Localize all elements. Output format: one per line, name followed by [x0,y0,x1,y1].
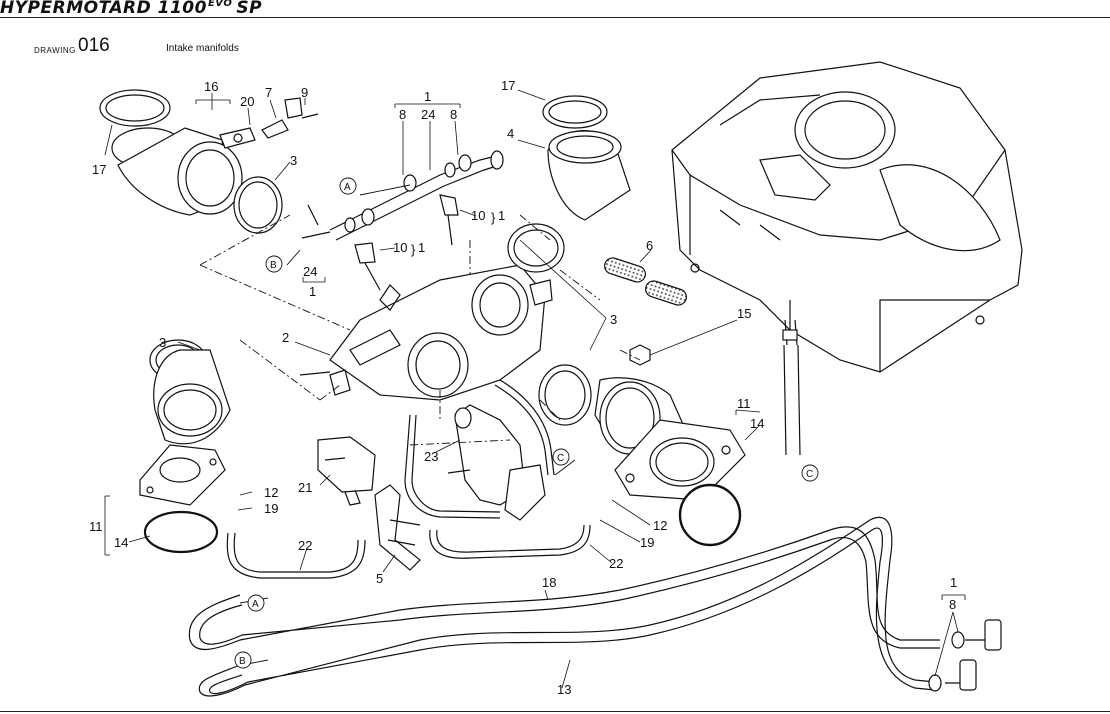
callout-24-top: 24 [421,107,435,122]
callout-3-upper-left: 3 [290,153,297,168]
callout-24-lower: 24 [303,264,317,279]
callout-1-lower-brace: 1 [418,240,425,255]
small-hoses [226,379,591,579]
callout-8-top-left: 8 [399,107,406,122]
callout-10-lower: 10 [393,240,407,255]
callout-4: 4 [507,126,514,141]
vent-hose [782,319,801,456]
callout-2: 2 [282,330,289,345]
callout-14-left: 14 [114,535,128,550]
ref-c-mid: C [557,453,564,464]
callout-18: 18 [542,575,556,590]
ref-marker-b-bottom [234,651,252,669]
callout-12-right: 12 [653,518,667,533]
callout-9: 9 [301,85,308,100]
callout-15: 15 [737,306,751,321]
right-intake-spigot [538,364,746,547]
right-upper-intake-duct [507,95,631,273]
callout-numbers: 1 8 24 8 16 20 7 9 17 17 3 4 10 1 10 1 2… [89,78,957,697]
ref-b-bottom: B [239,656,246,667]
ref-a-bottom: A [252,599,259,610]
callout-3-left: 3 [159,335,166,350]
mesh-filters [604,257,687,306]
callout-19-right: 19 [640,535,654,550]
callout-10-upper: 10 [471,208,485,223]
fuel-rail [301,150,504,291]
drawing-title: Intake manifolds [166,43,239,54]
reference-markers: A B C C A B [234,177,819,669]
callout-19-left: 19 [264,501,278,516]
callout-6: 6 [646,238,653,253]
airbox [671,61,1023,373]
brand-superscript: EVO [207,0,233,10]
callout-12-left: 12 [264,485,278,500]
brace-glyphs: } } [411,210,496,257]
callout-3-right: 3 [610,312,617,327]
brand-suffix: SP [236,0,263,18]
ref-marker-a-bottom [247,594,265,612]
callout-22-left: 22 [298,538,312,553]
long-hose-13 [198,516,936,697]
drawing-label: DRAWING [34,46,76,55]
footer-rule [0,711,1110,712]
drawing-number: 016 [78,35,110,56]
throttle-body [299,264,553,401]
callout-1-lower-right: 1 [950,575,957,590]
intake-spigot [139,339,231,554]
idle-stepper-motor [447,404,546,521]
callout-16: 16 [204,79,218,94]
callout-8-top-right: 8 [450,107,457,122]
callout-22-right: 22 [609,556,623,571]
brand-name: HYPERMOTARD 1100 [0,0,207,18]
svg-text:}: } [411,242,416,257]
leader-lines [104,89,966,689]
callout-14-right: 14 [750,416,764,431]
header-rule [0,17,1110,18]
callout-21: 21 [298,480,312,495]
callout-17-right: 17 [501,78,515,93]
ref-marker-c-right [801,464,819,482]
nut [629,344,651,366]
callout-5: 5 [376,571,383,586]
sensor-bracket [374,484,421,571]
callout-1-top: 1 [424,89,431,104]
reference-lines [199,214,641,446]
callout-11-left: 11 [89,519,103,534]
svg-text:}: } [491,210,496,225]
callout-23: 23 [424,449,438,464]
pressure-sensor [317,436,376,506]
callout-20: 20 [240,94,254,109]
callout-13: 13 [557,682,571,697]
callout-17-left: 17 [92,162,106,177]
ref-marker-c-mid [552,448,570,466]
ref-a-top: A [344,182,351,193]
callout-7: 7 [265,85,272,100]
callout-8-lower-right: 8 [949,597,956,612]
left-upper-intake-duct [99,89,319,234]
ref-c-right: C [806,469,813,480]
long-hose-18 [188,526,940,650]
callout-11-right: 11 [737,396,751,411]
callout-1-upper-brace: 1 [498,208,505,223]
ref-marker-b-top [265,255,283,273]
callout-1-lower: 1 [309,284,316,299]
ref-b-top: B [270,260,277,271]
ref-marker-a-top [339,177,357,195]
hose-fittings [928,619,1002,692]
